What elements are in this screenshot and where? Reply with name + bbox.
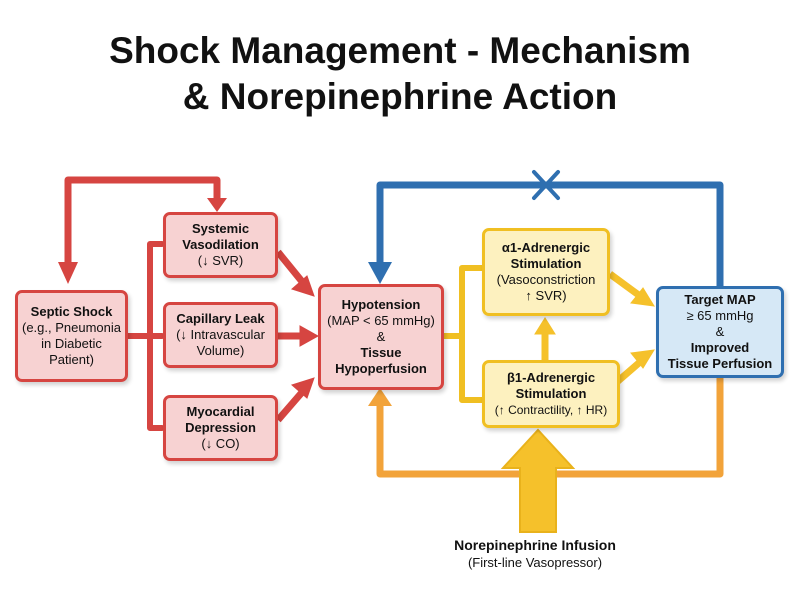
myocardial-depression-box: Myocardial Depression (↓ CO) — [163, 395, 278, 461]
septic-loop-arrowhead-right — [207, 198, 227, 212]
title-line-1: Shock Management - Mechanism — [109, 30, 691, 71]
infusion-big-arrow — [500, 428, 576, 533]
adrenergic-bracket-line — [441, 265, 485, 403]
septic-shock-box: Septic Shock (e.g., Pneumonia in Diabeti… — [15, 290, 128, 382]
septic-loop-line — [64, 176, 221, 268]
septic-loop-arrowhead-down — [58, 262, 78, 284]
alpha-adrenergic-box: α1-Adrenergic Stimulation (Vasoconstrict… — [482, 228, 610, 316]
infusion-loop-arrowhead — [368, 388, 392, 406]
feedback-loop-line — [376, 181, 724, 290]
beta-adrenergic-box: β1-Adrenergic Stimulation (↑ Contractili… — [482, 360, 620, 428]
page-title: Shock Management - Mechanism & Norepinep… — [0, 28, 800, 120]
norepinephrine-subtitle: (First-line Vasopressor) — [467, 555, 603, 570]
beta-to-alpha-arrow — [534, 317, 556, 360]
norepinephrine-title: Norepinephrine Infusion — [454, 537, 616, 553]
hypotension-box: Hypotension (MAP < 65 mmHg) & Tissue Hyp… — [318, 284, 444, 390]
mechanism-arrows — [275, 249, 320, 423]
feedback-block-x-icon — [532, 170, 560, 200]
feedback-loop-arrowhead — [368, 262, 392, 284]
target-map-box: Target MAP ≥ 65 mmHg & Improved Tissue P… — [656, 286, 784, 378]
capillary-leak-box: Capillary Leak (↓ Intravascular Volume) — [163, 302, 278, 368]
norepinephrine-label: Norepinephrine Infusion (First-line Vaso… — [420, 536, 650, 571]
mechanism-bracket-line — [125, 241, 165, 431]
title-line-2: & Norepinephrine Action — [182, 76, 618, 117]
systemic-vasodilation-box: Systemic Vasodilation (↓ SVR) — [163, 212, 278, 278]
